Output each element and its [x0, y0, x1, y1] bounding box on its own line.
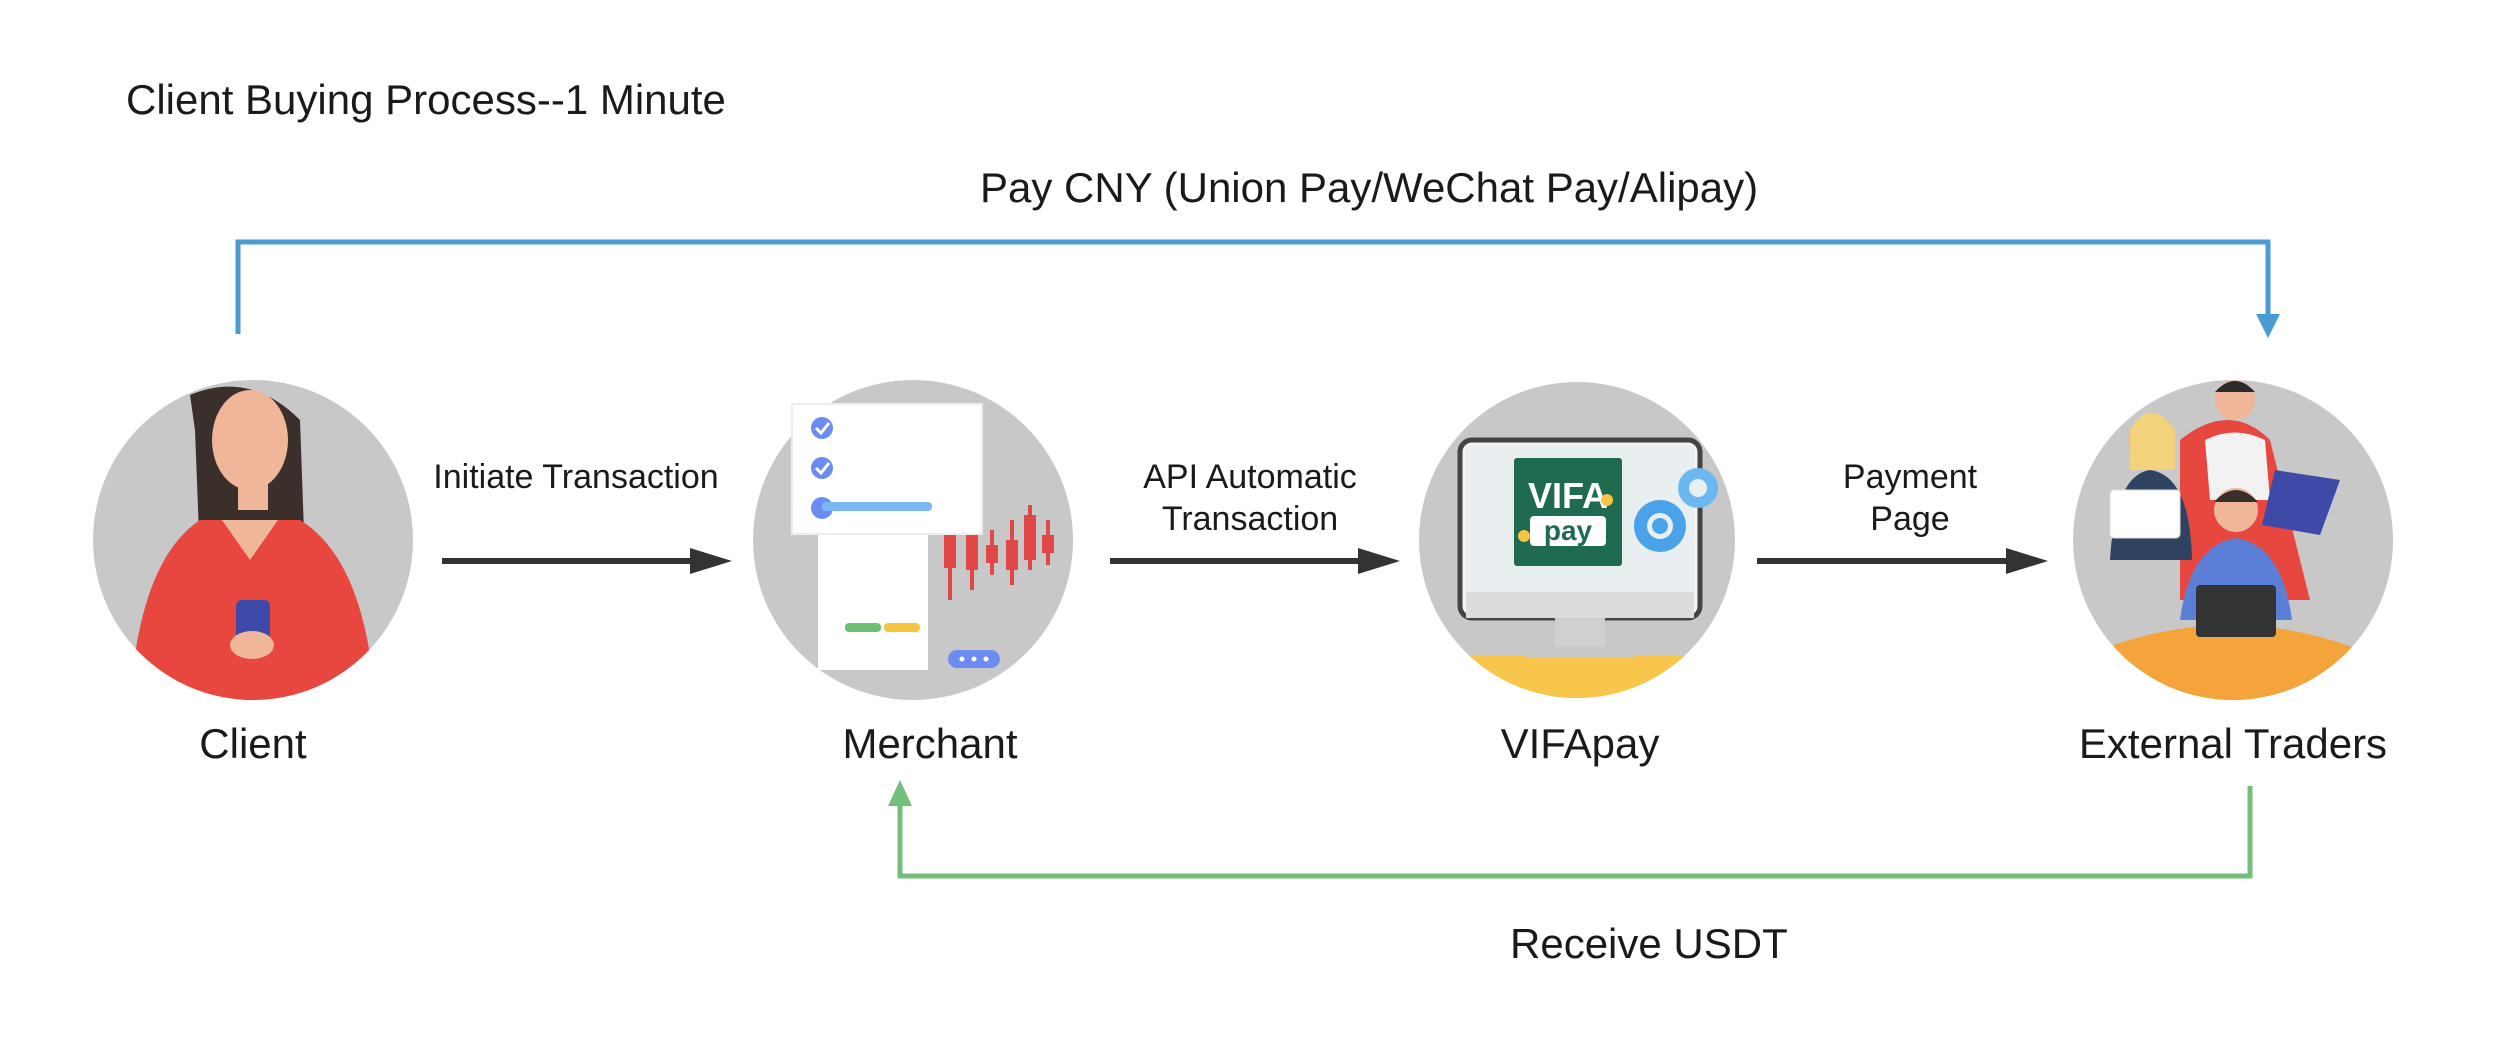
edge-label-payment-line2: Page [1870, 500, 1950, 538]
node-label-merchant: Merchant [842, 720, 1018, 767]
edge-label-api: API Automatic Transaction [1100, 456, 1400, 540]
pay-cny-label: Pay CNY (Union Pay/WeChat Pay/Alipay) [980, 164, 1759, 211]
pay-cny-arrowhead [2256, 314, 2280, 338]
arrow-payment-head [2006, 548, 2048, 574]
node-label-vifapay: VIFApay [1500, 720, 1660, 767]
node-label-external-traders: External Traders [2078, 720, 2388, 767]
edge-label-payment: Payment Page [1760, 456, 2060, 540]
edge-label-api-line2: Transaction [1161, 500, 1339, 538]
trading-dashboard-icon [753, 380, 1073, 700]
node-label-client: Client [199, 720, 307, 767]
edge-label-initiate: Initiate Transaction [426, 456, 726, 498]
edge-label-initiate-line1: Initiate Transaction [433, 458, 719, 496]
woman-with-phone-icon [93, 380, 413, 700]
arrow-initiate-head [690, 548, 732, 574]
logo-text-top: VIFA [1528, 475, 1608, 516]
computer-monitor-icon: VIFA pay [1419, 382, 1735, 698]
diagram-title: Client Buying Process--1 Minute [126, 76, 726, 123]
desk-shape [1419, 655, 1735, 698]
edge-label-api-line1: API Automatic [1143, 458, 1357, 496]
pay-cny-connector [235, 239, 2280, 338]
receive-usdt-arrowhead [888, 780, 912, 806]
edge-label-payment-line1: Payment [1842, 458, 1978, 496]
arrow-api-head [1358, 548, 1400, 574]
receive-usdt-label: Receive USDT [1510, 920, 1788, 967]
logo-text-bottom: pay [1544, 515, 1593, 546]
receive-usdt-connector [888, 780, 2253, 879]
traders-group-icon [2073, 380, 2393, 700]
gear-icon [1634, 468, 1718, 552]
